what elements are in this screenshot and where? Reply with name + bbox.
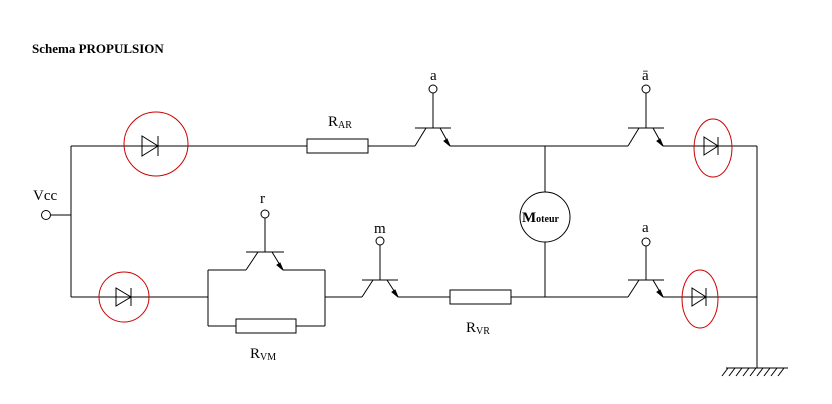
- label-r-vm: RVM: [250, 346, 276, 363]
- terminal-r: [260, 209, 270, 219]
- label-vcc: Vcc: [33, 188, 57, 204]
- label-motor: Moteur: [522, 210, 560, 226]
- resistor-r-vm: [235, 318, 297, 334]
- transistor-a-top: [414, 93, 451, 147]
- motor-symbol: [519, 191, 571, 243]
- diode-bottom-right: [680, 287, 718, 307]
- label-transistor-abar: ā: [642, 68, 649, 84]
- label-transistor-m: m: [374, 221, 386, 237]
- highlight-diode-top-left: [123, 111, 189, 177]
- transistor-abar: [627, 93, 664, 147]
- highlight-diode-bottom-right: [681, 269, 719, 329]
- ground-symbol: [721, 367, 785, 377]
- terminal-abar: [641, 84, 651, 94]
- terminal-a-top: [428, 84, 438, 94]
- label-transistor-r: r: [260, 191, 265, 207]
- terminal-a-bottom: [641, 237, 651, 247]
- label-r-vr: RVR: [466, 320, 490, 337]
- diode-top-right: [692, 136, 730, 156]
- resistor-r-vr: [449, 289, 512, 305]
- diagram-title: Schema PROPULSION: [32, 41, 164, 56]
- transistor-r: [245, 218, 284, 271]
- diode-top-left: [140, 135, 160, 157]
- label-r-ar: RAR: [328, 114, 352, 131]
- label-transistor-a-bottom: a: [642, 220, 649, 236]
- terminal-m: [375, 236, 385, 246]
- diode-bottom-left: [115, 287, 133, 307]
- highlight-diode-top-right: [693, 118, 733, 178]
- transistor-m: [361, 245, 399, 298]
- resistor-r-ar: [306, 138, 369, 154]
- vcc-terminal: [41, 210, 51, 220]
- transistor-a-bottom: [627, 246, 664, 298]
- highlight-diode-bottom-left: [98, 271, 150, 323]
- label-transistor-a-top: a: [430, 68, 437, 84]
